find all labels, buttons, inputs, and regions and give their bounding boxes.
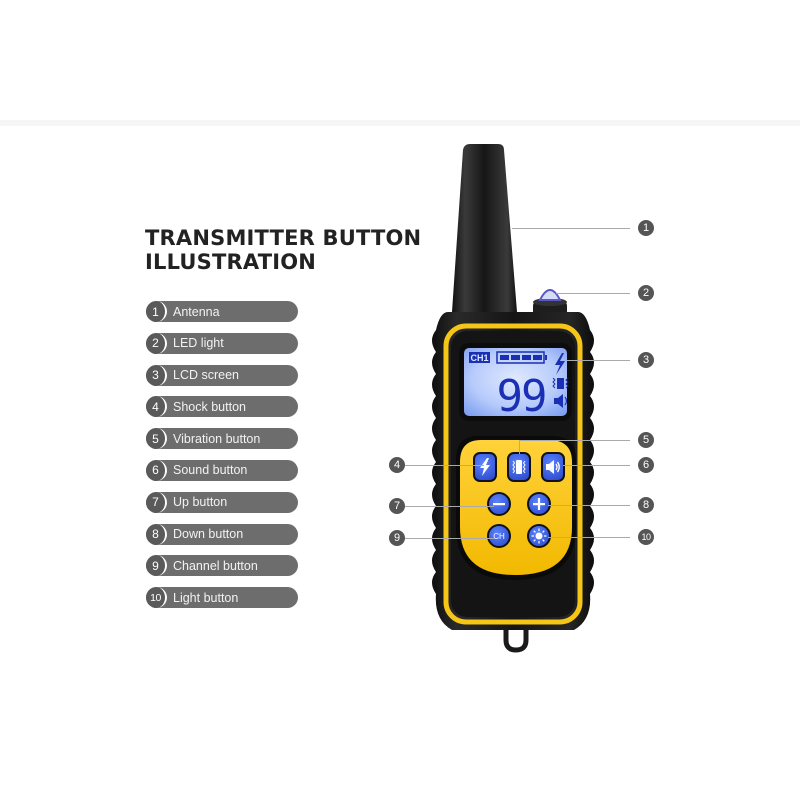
- callout-marker-7: 7: [389, 498, 405, 514]
- callout-line-7: [404, 506, 494, 507]
- title-line-1: TRANSMITTER BUTTON: [145, 226, 422, 250]
- callout-line-10: [548, 537, 630, 538]
- callout-marker-4: 4: [389, 457, 405, 473]
- lightning-bolt-icon: [480, 458, 490, 476]
- legend-number: 5: [146, 428, 167, 450]
- callout-line-1: [512, 228, 630, 229]
- callout-marker-1: 1: [638, 220, 654, 236]
- lcd-shock-icon: [555, 353, 565, 375]
- callout-marker-8: 8: [638, 497, 654, 513]
- legend-item-vibration-button: 5 Vibration button: [146, 428, 298, 450]
- legend-label: Shock button: [173, 399, 246, 414]
- shock-button[interactable]: [473, 452, 497, 482]
- lcd-vibration-icon: [552, 377, 569, 389]
- callout-line-5: [519, 440, 630, 441]
- callout-marker-5: 5: [638, 432, 654, 448]
- legend-label: Down button: [173, 527, 244, 542]
- channel-button[interactable]: CH: [487, 524, 511, 548]
- lcd-level-digits: 99: [497, 371, 546, 422]
- legend-number: 2: [146, 332, 167, 354]
- antenna: [452, 144, 517, 312]
- callout-line-8: [548, 505, 630, 506]
- lcd-sound-icon: [554, 394, 568, 408]
- callout-line-6: [563, 465, 630, 466]
- legend-number: 1: [146, 301, 167, 322]
- callout-line-9: [404, 538, 494, 539]
- legend-item-up-button: 7 Up button: [146, 491, 298, 513]
- vibration-button[interactable]: [507, 452, 531, 482]
- legend-label: Channel button: [173, 558, 258, 573]
- callout-marker-2: 2: [638, 285, 654, 301]
- lcd-channel-text: CH1: [470, 353, 488, 363]
- title-line-2: ILLUSTRATION: [145, 250, 317, 274]
- legend-label: Sound button: [173, 463, 248, 478]
- legend-label: Light button: [173, 590, 239, 605]
- channel-button-label: CH: [493, 531, 505, 541]
- vibrate-icon: [512, 460, 526, 474]
- legend-label: Vibration button: [173, 431, 261, 446]
- sun-icon: [531, 528, 547, 544]
- callout-line-3: [567, 360, 630, 361]
- legend-number: 10: [146, 587, 167, 609]
- down-button[interactable]: [527, 492, 551, 516]
- up-button[interactable]: [487, 492, 511, 516]
- legend-label: LED light: [173, 336, 224, 351]
- callout-marker-6: 6: [638, 457, 654, 473]
- callout-line-5-drop: [519, 440, 520, 454]
- legend-number: 7: [146, 491, 167, 513]
- legend-label: Up button: [173, 495, 228, 510]
- legend-item-antenna: 1 Antenna: [146, 301, 298, 322]
- legend-item-channel-button: 9 Channel button: [146, 555, 298, 577]
- callout-marker-3: 3: [638, 352, 654, 368]
- legend-item-shock-button: 4 Shock button: [146, 396, 298, 418]
- legend-label: Antenna: [173, 304, 220, 319]
- lcd-screen: CH1 99: [459, 343, 572, 422]
- legend-number: 3: [146, 364, 167, 386]
- plus-icon: [533, 498, 545, 510]
- legend-item-lcd-screen: 3 LCD screen: [146, 364, 298, 386]
- callout-marker-9: 9: [389, 530, 405, 546]
- legend-item-down-button: 8 Down button: [146, 523, 298, 545]
- sound-button[interactable]: [541, 452, 565, 482]
- legend-number: 4: [146, 396, 167, 418]
- battery-icon: [496, 351, 547, 364]
- legend-item-led-light: 2 LED light: [146, 332, 298, 354]
- legend-item-sound-button: 6 Sound button: [146, 459, 298, 481]
- legend-label: LCD screen: [173, 368, 239, 383]
- callout-marker-10: 10: [638, 529, 654, 545]
- legend-item-light-button: 10 Light button: [146, 587, 298, 609]
- light-button[interactable]: [527, 524, 551, 548]
- minus-icon: [493, 503, 505, 506]
- legend-number: 8: [146, 523, 167, 545]
- legend-number: 6: [146, 459, 167, 481]
- callout-line-4: [404, 465, 484, 466]
- lanyard-loop: [503, 630, 529, 653]
- legend-list: 1 Antenna 2 LED light 3 LCD screen 4 Sho…: [146, 301, 298, 619]
- page-title: TRANSMITTER BUTTON ILLUSTRATION: [145, 226, 421, 274]
- speaker-icon: [546, 460, 560, 474]
- callout-line-2: [556, 293, 630, 294]
- legend-number: 9: [146, 555, 167, 577]
- top-divider-band: [0, 120, 800, 126]
